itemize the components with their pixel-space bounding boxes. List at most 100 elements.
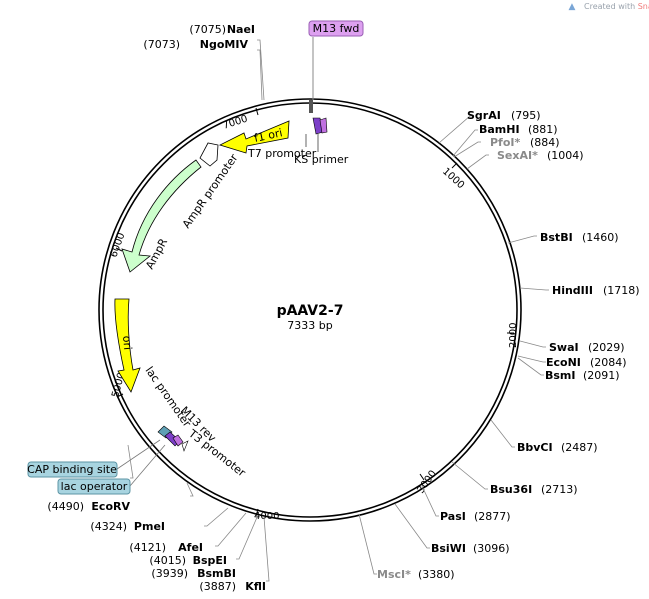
cap-binding-site-label[interactable]: CAP binding site <box>27 461 118 478</box>
t7-promoter-label: T7 promoter <box>247 147 317 160</box>
site-afei[interactable]: (4121) AfeI <box>129 541 203 554</box>
ori-feature[interactable]: ori <box>114 298 141 393</box>
site-swai[interactable]: SwaI (2029) <box>549 341 625 354</box>
lac-cluster-feature[interactable] <box>157 425 189 452</box>
site-bsiwi[interactable]: BsiWI (3096) <box>431 542 510 555</box>
svg-text:(2487): (2487) <box>561 441 598 454</box>
ampr-promoter-feature[interactable] <box>199 142 219 167</box>
f1-ori-feature[interactable]: f1 ori <box>218 120 290 154</box>
leader-sexai <box>466 154 489 170</box>
svg-text:PfoI*: PfoI* <box>490 136 520 149</box>
svg-text:(2713): (2713) <box>541 483 578 496</box>
site-bsu36i[interactable]: Bsu36I (2713) <box>490 483 578 496</box>
site-nae[interactable]: (7075) NaeI <box>189 23 255 36</box>
leader-kfli <box>263 516 270 582</box>
site-kfli[interactable]: (3887) KflI <box>199 580 266 593</box>
svg-text:MscI*: MscI* <box>377 568 411 581</box>
site-pmei[interactable]: (4324) PmeI <box>90 520 165 533</box>
svg-text:EcoRV: EcoRV <box>91 500 130 513</box>
lac-operator-leader <box>129 444 166 487</box>
tick-5000 <box>116 393 124 398</box>
leader-hindiii <box>519 287 549 291</box>
leader-swai <box>519 340 546 348</box>
svg-text:NaeI: NaeI <box>227 23 255 36</box>
m13-fwd-label[interactable]: M13 fwd <box>308 20 364 37</box>
enzyme-leaders <box>127 39 549 582</box>
svg-text:BamHI: BamHI <box>479 123 520 136</box>
svg-text:Bsu36I: Bsu36I <box>490 483 532 496</box>
svg-text:BsmBI: BsmBI <box>197 567 236 580</box>
site-ngomiv[interactable]: (7073) NgoMIV <box>143 38 248 51</box>
leader-nae <box>257 39 265 101</box>
ks-primer-feature[interactable] <box>312 117 328 135</box>
leader-bsiwi <box>394 503 430 549</box>
tick-1000 <box>451 162 458 169</box>
site-bspei[interactable]: (4015) BspEI <box>149 554 227 567</box>
tick-6000 <box>115 247 123 252</box>
plasmid-length: 7333 bp <box>287 319 332 332</box>
leader-pmei <box>186 482 194 497</box>
ks-primer-label: KS primer <box>294 153 349 166</box>
svg-text:(3380): (3380) <box>418 568 455 581</box>
site-pfoi[interactable]: PfoI* (884) <box>490 136 560 149</box>
cap-leader <box>116 439 161 470</box>
svg-text:(7075): (7075) <box>189 23 226 36</box>
site-bsmi[interactable]: BsmI (2091) <box>545 369 620 382</box>
svg-text:lac operator: lac operator <box>61 480 128 493</box>
site-pasi[interactable]: PasI (2877) <box>440 510 511 523</box>
leader-ngomiv <box>257 49 263 101</box>
leader-ecorv <box>127 444 134 479</box>
leader-pfoi <box>453 141 481 158</box>
svg-text:SexAI*: SexAI* <box>497 149 538 162</box>
leader-econi <box>517 355 546 363</box>
lac-operator-label[interactable]: lac operator <box>57 478 131 495</box>
site-ecorv[interactable]: (4490) EcoRV <box>47 500 130 513</box>
svg-text:SgrAI: SgrAI <box>467 109 501 122</box>
svg-text:BsmI: BsmI <box>545 369 576 382</box>
svg-text:f1 ori: f1 ori <box>253 126 284 145</box>
leader-sgrai <box>438 115 473 144</box>
svg-text:(795): (795) <box>511 109 541 122</box>
m13-fwd-marker <box>309 100 313 113</box>
tick-4000 <box>255 508 259 517</box>
svg-text:KflI: KflI <box>245 580 266 593</box>
ampr-label: AmpR <box>143 236 170 271</box>
ampr-feature[interactable] <box>121 159 202 273</box>
svg-text:BsiWI: BsiWI <box>431 542 466 555</box>
site-econi[interactable]: EcoNI (2084) <box>546 356 627 369</box>
svg-text:BbvCI: BbvCI <box>517 441 553 454</box>
site-hindiii[interactable]: HindIII (1718) <box>552 284 640 297</box>
tick-label-2000: 2000 <box>508 323 519 348</box>
leader-bsmbi <box>236 514 259 560</box>
site-sexai[interactable]: SexAI* (1004) <box>497 149 584 162</box>
backbone-outer-strand <box>98 98 522 522</box>
svg-text:(3887): (3887) <box>199 580 236 593</box>
svg-text:PasI: PasI <box>440 510 466 523</box>
site-bsmbi[interactable]: BsmBI (3939) BsmBI <box>151 567 236 580</box>
svg-text:(1460): (1460) <box>582 231 619 244</box>
leader-bbvci <box>490 419 515 448</box>
svg-text:(4324): (4324) <box>90 520 127 533</box>
tick-label-4000: 4000 <box>254 511 279 522</box>
svg-text:(2029): (2029) <box>588 341 625 354</box>
site-msci[interactable]: MscI* (3380) <box>377 568 455 581</box>
site-bbvci[interactable]: BbvCI (2487) <box>517 441 598 454</box>
snapgene-logo-icon: ▲ <box>569 2 576 12</box>
svg-text:(3096): (3096) <box>473 542 510 555</box>
svg-text:PmeI: PmeI <box>134 520 165 533</box>
leader-bspei <box>215 512 247 547</box>
svg-text:SwaI: SwaI <box>549 341 579 354</box>
site-bamhi[interactable]: BamHI (881) <box>479 123 558 136</box>
site-bstbi[interactable]: BstBI (1460) <box>540 231 619 244</box>
svg-text:(7073): (7073) <box>143 38 180 51</box>
leader-afei <box>204 507 229 527</box>
svg-text:EcoNI: EcoNI <box>546 356 581 369</box>
svg-text:ori: ori <box>120 335 134 350</box>
svg-text:(4490): (4490) <box>47 500 84 513</box>
svg-text:NgoMIV: NgoMIV <box>200 38 249 51</box>
leader-pasi <box>421 485 439 517</box>
plasmid-name: pAAV2-7 <box>277 303 344 319</box>
site-sgrai[interactable]: SgrAI (795) <box>467 109 541 122</box>
svg-text:(1718): (1718) <box>603 284 640 297</box>
